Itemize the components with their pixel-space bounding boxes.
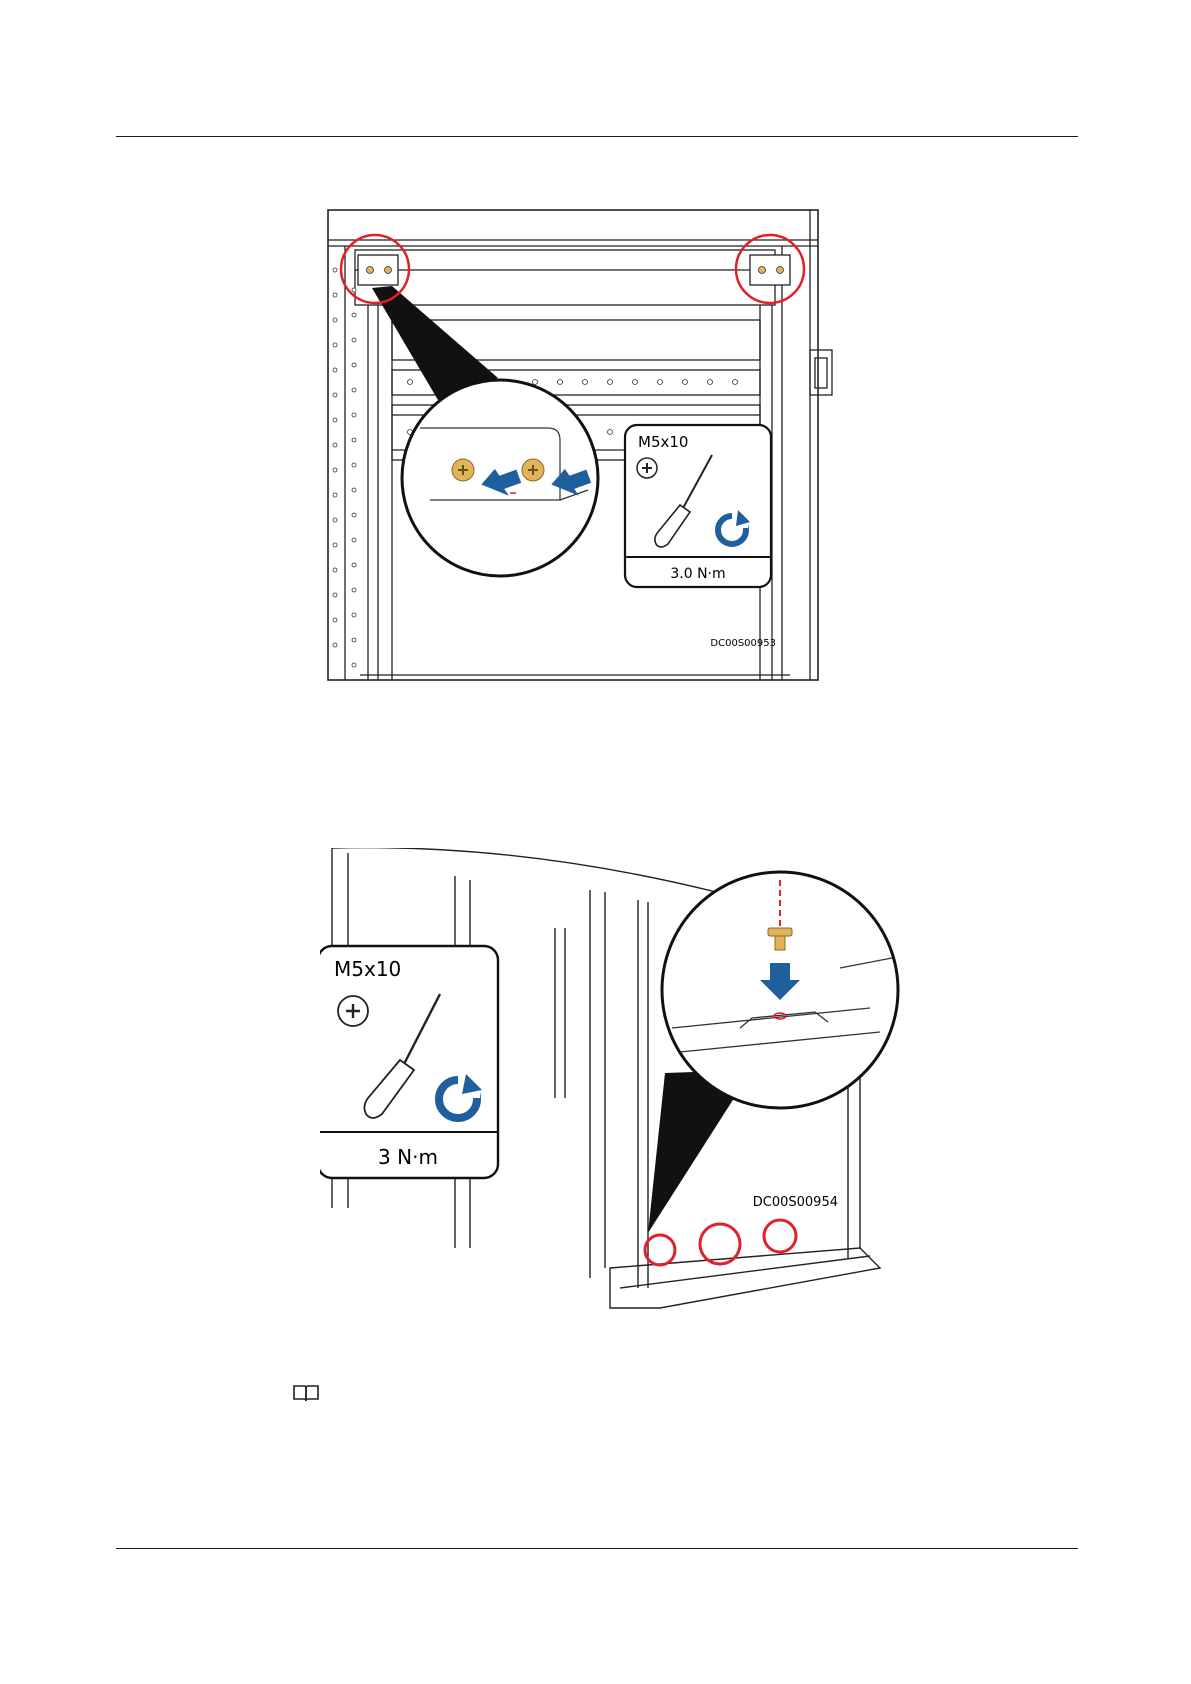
figure-cabinet-base: M5x10 3 N·m DC00S00954 [320,848,920,1318]
figure-code-2: DC00S00954 [753,1195,838,1210]
highlight-circle-screw-3 [764,1220,796,1252]
screw-spec-label: M5x10 [638,433,688,451]
screw-spec-label-2: M5x10 [334,957,401,981]
torque-label: 3.0 N·m [670,566,725,582]
figure-cabinet-front: M5x10 3.0 N·m DC00S00953 [320,200,840,705]
book-icon [292,1383,320,1403]
cabinet-base-illustration: M5x10 3 N·m DC00S00954 [320,848,920,1318]
header-rule [116,136,1078,137]
torque-label-2: 3 N·m [378,1145,438,1169]
highlight-circle-screw-1 [645,1235,675,1265]
highlight-circle-screw-2 [700,1224,740,1264]
footer-rule [116,1548,1078,1549]
cabinet-front-illustration: M5x10 3.0 N·m DC00S00953 [320,200,840,705]
figure-code-1: DC00S00953 [710,638,776,649]
